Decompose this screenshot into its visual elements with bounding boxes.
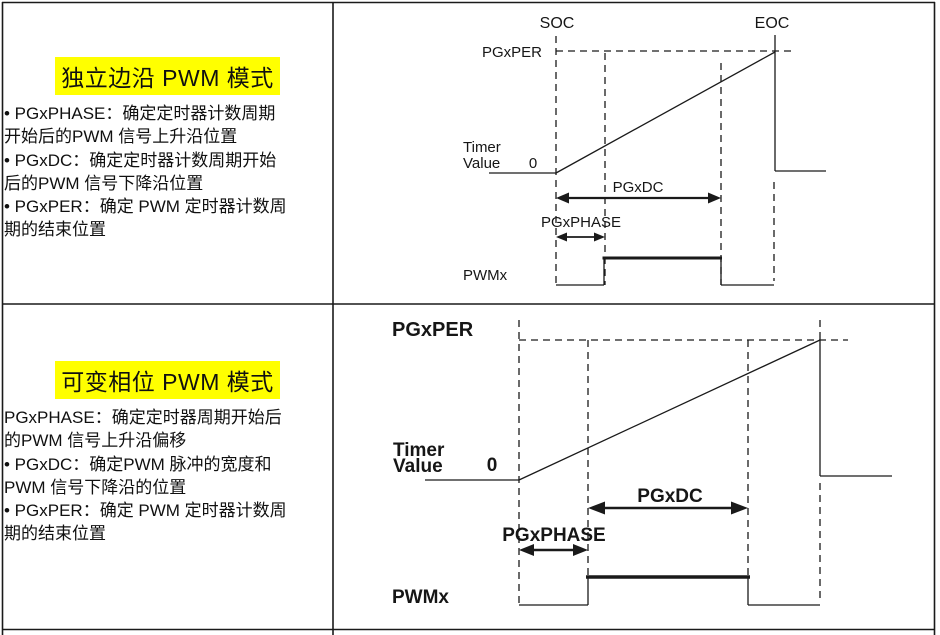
text-line: • PGxDC：确定定时器计数周期开始 — [4, 150, 277, 170]
section-body: PGxPHASE：确定定时器周期开始后 的PWM 信号上升沿偏移 • PGxDC… — [4, 406, 331, 546]
timer-value-label-line1: Timer — [393, 440, 445, 461]
timer-trace-top — [489, 35, 826, 174]
section-title-highlight: 独立边沿 PWM 模式 — [55, 57, 280, 95]
timer-value-label-line1: Timer — [463, 139, 501, 156]
pgxdc-label: PGxDC — [613, 179, 664, 196]
timing-diagram-variable-phase: PGxPER Timer Value 0 PGxDC PGxPHASE PWMx — [392, 319, 892, 608]
pwmx-label: PWMx — [392, 587, 449, 608]
arrow-left-head-icon — [588, 501, 605, 515]
pgxdc-arrow-bottom — [588, 501, 748, 515]
text-line: 开始后的PWM 信号上升沿位置 — [4, 127, 238, 147]
arrow-left-head-icon — [556, 192, 569, 204]
pgxdc-arrow-top — [556, 192, 721, 204]
section-variable-phase: 可变相位 PWM 模式 PGxPHASE：确定定时器周期开始后 的PWM 信号上… — [4, 361, 331, 546]
zero-label: 0 — [487, 455, 498, 476]
text-line: 的PWM 信号上升沿偏移 — [4, 431, 187, 451]
text-line: 期的结束位置 — [4, 524, 106, 544]
text-line: • PGxPHASE：确定定时器计数周期 — [4, 104, 276, 123]
reference-dashed-lines-bottom — [518, 320, 848, 605]
pgxdc-label: PGxDC — [637, 486, 703, 507]
section-body: • PGxPHASE：确定定时器计数周期 开始后的PWM 信号上升沿位置 • P… — [4, 102, 331, 242]
timer-trace-bottom — [425, 338, 892, 481]
pgxphase-arrow-bottom — [519, 544, 588, 556]
reference-dashed-lines-top — [555, 36, 792, 285]
text-line: PWM 信号下降沿的位置 — [4, 477, 187, 497]
timer-ramp — [518, 339, 821, 481]
arrow-right-head-icon — [731, 501, 748, 515]
section-title-row: 可变相位 PWM 模式 — [4, 361, 331, 399]
pgxphase-label: PGxPHASE — [541, 214, 621, 231]
arrow-right-head-icon — [573, 544, 588, 556]
section-title-highlight: 可变相位 PWM 模式 — [55, 361, 280, 399]
arrow-right-head-icon — [708, 192, 721, 204]
arrow-left-head-icon — [556, 232, 567, 242]
zero-label: 0 — [529, 155, 537, 172]
text-line: 期的结束位置 — [4, 220, 106, 240]
text-line: • PGxPER：确定 PWM 定时器计数周 — [4, 197, 287, 217]
pgxphase-arrow-top — [556, 232, 605, 242]
pgxper-label: PGxPER — [392, 319, 474, 341]
pwm-waveform-top — [556, 256, 774, 286]
text-line: • PGxPER：确定 PWM 定时器计数周 — [4, 501, 287, 521]
section-title-row: 独立边沿 PWM 模式 — [4, 57, 331, 95]
pwm-waveform-bottom — [519, 575, 820, 606]
pwmx-label: PWMx — [463, 267, 508, 284]
section-independent-edge: 独立边沿 PWM 模式 • PGxPHASE：确定定时器计数周期 开始后的PWM… — [4, 57, 331, 242]
timer-value-label-line2: Value — [393, 456, 443, 477]
soc-label: SOC — [540, 15, 575, 32]
arrow-right-head-icon — [594, 232, 605, 242]
timer-ramp — [555, 51, 776, 174]
pgxphase-label: PGxPHASE — [502, 525, 605, 546]
pgxper-label: PGxPER — [482, 44, 542, 61]
text-line: PGxPHASE：确定定时器周期开始后 — [4, 408, 282, 427]
text-line: • PGxDC：确定PWM 脉冲的宽度和 — [4, 454, 272, 474]
timing-diagram-independent-edge: SOC EOC PGxPER Timer Value 0 PGxDC PGxPH… — [463, 15, 826, 286]
text-line: 后的PWM 信号下降沿位置 — [4, 173, 204, 193]
arrow-left-head-icon — [519, 544, 534, 556]
timer-value-label-line2: Value — [463, 155, 500, 172]
eoc-label: EOC — [755, 15, 790, 32]
